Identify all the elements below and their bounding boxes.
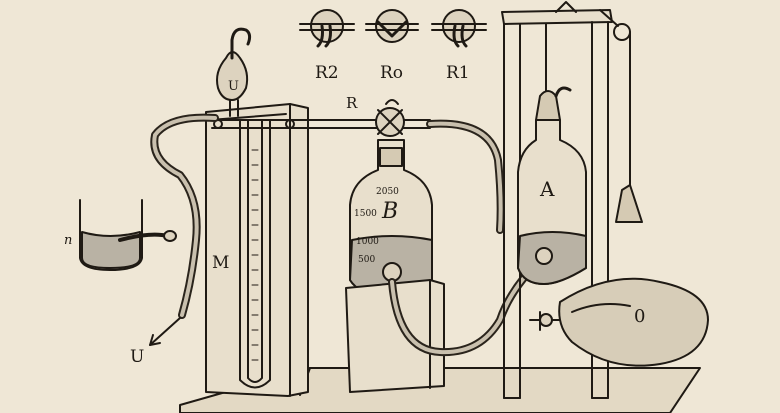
stopcock-diagram-r2 <box>299 9 355 48</box>
lower-rubber-hose <box>388 256 544 357</box>
label-r1: R1 <box>446 63 470 83</box>
right-rubber-hose <box>426 119 505 234</box>
rubber-bulb <box>529 277 709 367</box>
label-b: B <box>381 199 398 224</box>
label-m: M <box>212 253 229 273</box>
bottle-b-stand <box>345 279 445 393</box>
scale-label-1500: 1500 <box>354 209 377 219</box>
stopcock-diagram-r1 <box>431 9 487 48</box>
scale-label-2050: 2050 <box>376 187 399 197</box>
label-r0: Ro <box>380 63 403 83</box>
label-r: R <box>346 94 358 112</box>
left-rubber-hose <box>149 113 219 346</box>
label-r2: R2 <box>315 63 339 83</box>
label-zero: 0 <box>634 306 645 327</box>
bottle-a-frame <box>501 1 643 399</box>
label-n: n <box>64 233 72 248</box>
scale-label-1000: 1000 <box>356 237 379 247</box>
manometer-board <box>205 103 309 397</box>
stopcock-diagram-r0 <box>365 9 419 43</box>
label-u-upper: U <box>228 79 239 94</box>
bottle-a <box>517 86 587 285</box>
manometer-top-bulb <box>216 27 252 117</box>
beaker-n <box>79 199 177 271</box>
main-stopcock <box>375 99 405 137</box>
label-a: A <box>539 177 555 201</box>
label-u-lower: U <box>130 347 144 367</box>
scale-label-500: 500 <box>358 255 375 265</box>
